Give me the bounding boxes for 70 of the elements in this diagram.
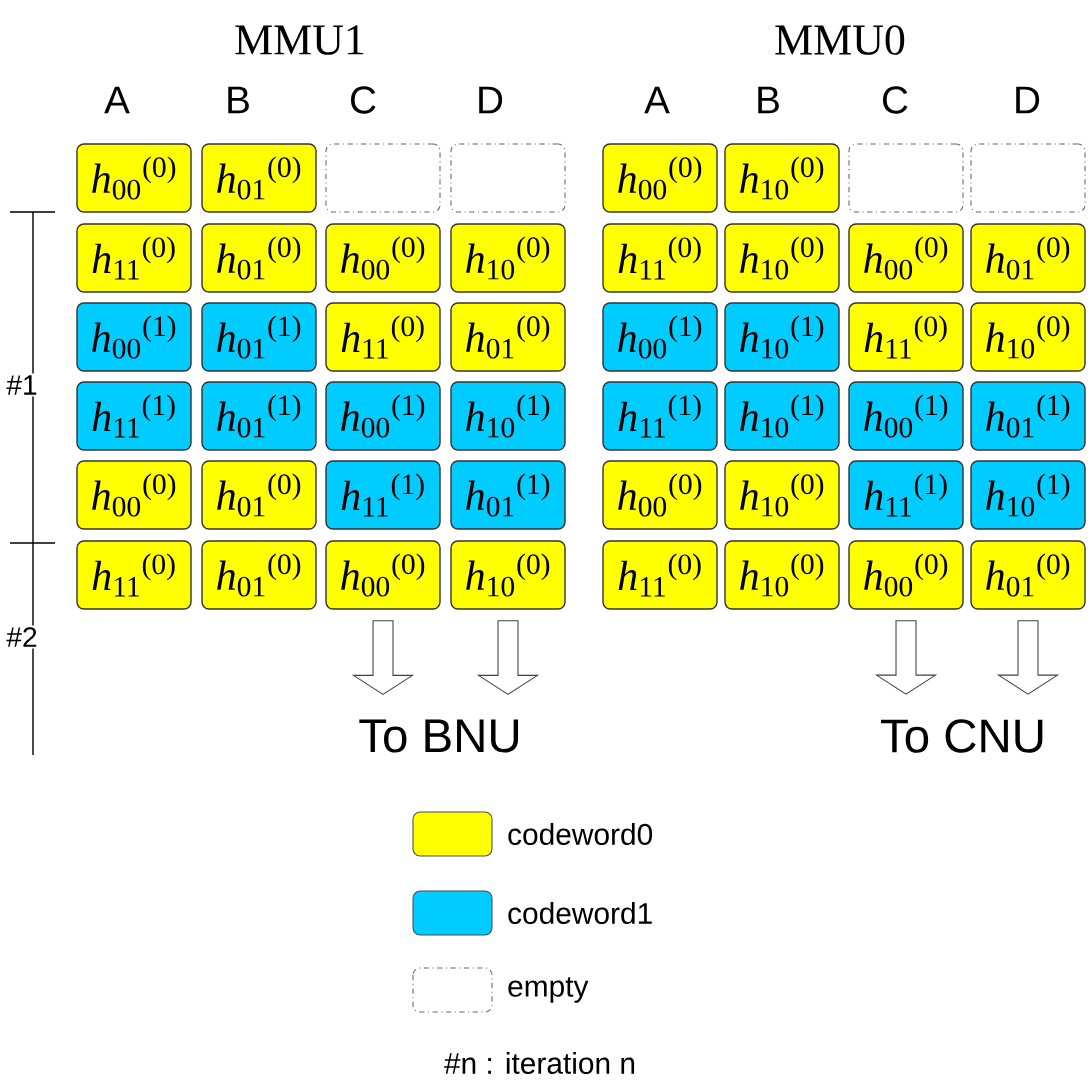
empty-cell <box>970 143 1086 213</box>
empty-cell <box>450 143 566 213</box>
column-letter: D <box>1011 84 1043 116</box>
column-letter: D <box>474 84 506 116</box>
block-arrow <box>874 620 938 695</box>
column-letter: A <box>102 84 132 116</box>
memory-cell: h$_{10}$(0) <box>450 540 566 610</box>
memory-cell: h$_{10}$(1) <box>724 302 840 372</box>
memory-cell: h$_{01}$(0) <box>970 540 1086 610</box>
memory-title: MMU1 <box>232 23 368 57</box>
memory-cell: h$_{00}$(0) <box>602 460 718 530</box>
memory-cell: h$_{00}$(1) <box>76 302 192 372</box>
column-letter: C <box>347 84 379 116</box>
column-letter: A <box>642 84 672 116</box>
memory-cell: h$_{11}$(1) <box>602 381 718 451</box>
memory-cell: h$_{00}$(0) <box>848 540 964 610</box>
memory-cell: h$_{01}$(1) <box>450 460 566 530</box>
memory-cell: h$_{11}$(1) <box>325 460 441 530</box>
memory-cell: h$_{00}$(0) <box>76 460 192 530</box>
memory-cell: h$_{11}$(0) <box>602 540 718 610</box>
memory-cell: h$_{10}$(0) <box>724 143 840 213</box>
memory-cell: h$_{01}$(0) <box>201 223 317 293</box>
iteration-label: #2 <box>4 625 40 649</box>
memory-cell: h$_{00}$(0) <box>602 143 718 213</box>
memory-cell: h$_{00}$(1) <box>602 302 718 372</box>
memory-cell: h$_{10}$(1) <box>970 460 1086 530</box>
memory-cell: h$_{11}$(0) <box>325 302 441 372</box>
legend-label: codeword1 <box>508 902 652 924</box>
memory-cell: h$_{11}$(0) <box>602 223 718 293</box>
legend-note: #n : iteration n <box>442 1050 638 1076</box>
memory-cell: h$_{10}$(1) <box>724 381 840 451</box>
block-arrow <box>351 620 415 695</box>
block-arrow <box>476 620 540 695</box>
memory-cell: h$_{10}$(0) <box>724 460 840 530</box>
memory-cell: h$_{01}$(1) <box>201 381 317 451</box>
memory-cell: h$_{10}$(0) <box>724 223 840 293</box>
memory-cell: h$_{00}$(0) <box>325 540 441 610</box>
memory-cell: h$_{01}$(0) <box>201 540 317 610</box>
column-letter: B <box>753 84 783 116</box>
memory-cell: h$_{10}$(0) <box>450 223 566 293</box>
block-arrow <box>996 620 1060 695</box>
memory-cell: h$_{11}$(1) <box>848 460 964 530</box>
memory-cell: h$_{01}$(0) <box>201 143 317 213</box>
memory-cell: h$_{11}$(0) <box>76 223 192 293</box>
memory-cell: h$_{00}$(0) <box>76 143 192 213</box>
memory-cell: h$_{00}$(0) <box>325 223 441 293</box>
destination-label: To BNU <box>359 719 519 753</box>
legend-label: empty <box>508 977 589 1003</box>
memory-cell: h$_{10}$(0) <box>970 302 1086 372</box>
memory-cell: h$_{10}$(1) <box>450 381 566 451</box>
memory-cell: h$_{00}$(1) <box>848 381 964 451</box>
empty-cell <box>325 143 441 213</box>
memory-cell: h$_{11}$(0) <box>848 302 964 372</box>
memory-cell: h$_{01}$(0) <box>201 460 317 530</box>
memory-cell: h$_{01}$(1) <box>970 381 1086 451</box>
memory-cell: h$_{01}$(0) <box>450 302 566 372</box>
memory-cell: h$_{00}$(1) <box>325 381 441 451</box>
memory-cell: h$_{00}$(0) <box>848 223 964 293</box>
memory-title: MMU0 <box>772 23 908 57</box>
memory-cell: h$_{10}$(0) <box>724 540 840 610</box>
destination-label: To CNU <box>881 719 1043 753</box>
column-letter: C <box>879 84 911 116</box>
legend-label: codeword0 <box>508 823 653 845</box>
memory-cell: h$_{11}$(0) <box>76 540 192 610</box>
iteration-label: #1 <box>4 373 40 397</box>
memory-cell: h$_{11}$(1) <box>76 381 192 451</box>
memory-cell: h$_{01}$(0) <box>970 223 1086 293</box>
empty-cell <box>848 143 964 213</box>
memory-cell: h$_{01}$(1) <box>201 302 317 372</box>
column-letter: B <box>223 84 253 116</box>
